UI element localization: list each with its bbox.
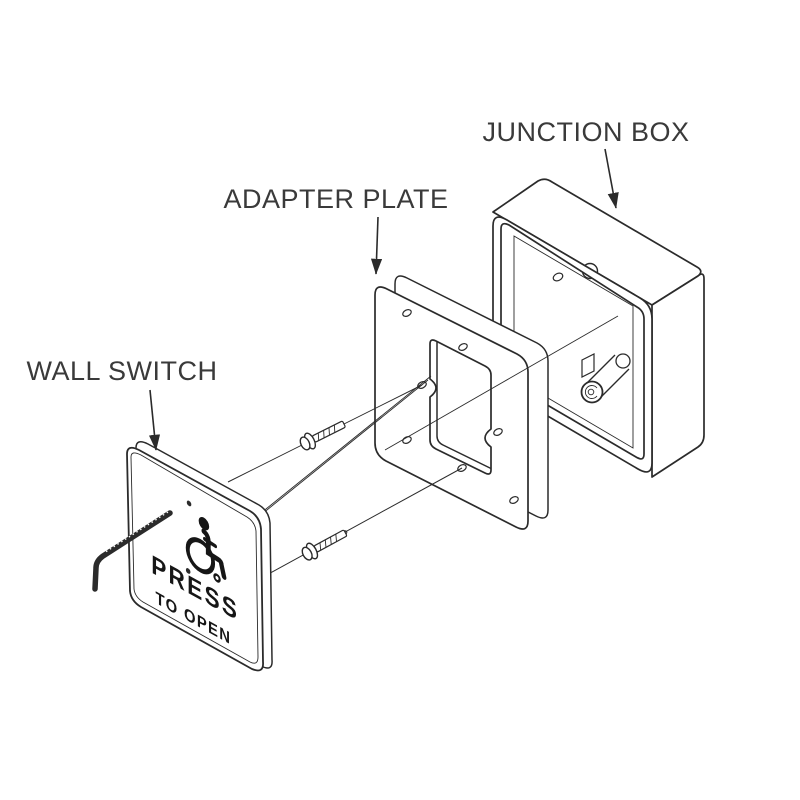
junction-box-label: JUNCTION BOX [482,117,689,147]
mounting-screw-top [227,384,423,483]
adapter-plate-leader-arrow [370,216,383,275]
junction-box-drawing [492,178,705,478]
junction-box-screw-hole [552,272,564,282]
junction-box-right-face [651,273,705,478]
junction-box-leader-arrow [604,148,619,209]
center-line [251,467,463,584]
allen-key [92,510,173,592]
conduit-clamp [581,353,595,378]
switch-screw-hole-bottom [185,568,191,574]
adapter-plate-label: ADAPTER PLATE [223,184,448,214]
switch-screw-hole-top [186,500,192,507]
adapter-plate-front [374,286,529,530]
wall-switch-leader-arrow [148,389,161,451]
junction-box-conduit [580,353,631,404]
mounting-screw-bottom [251,467,463,584]
wall-switch-cover-edge [130,452,259,664]
adapter-plate-drawing [374,275,549,530]
adapter-plate-holes [402,309,519,504]
alignment-lines [256,375,432,519]
wall-switch-label: WALL SWITCH [26,356,217,386]
wall-switch-cover [126,446,264,672]
wall-switch-drawing: PRESS TO OPEN [126,441,273,672]
wheelchair-icon [185,517,227,583]
callouts: WALL SWITCH ADAPTER PLATE JUNCTION BOX [26,117,689,451]
break-line [384,315,619,451]
